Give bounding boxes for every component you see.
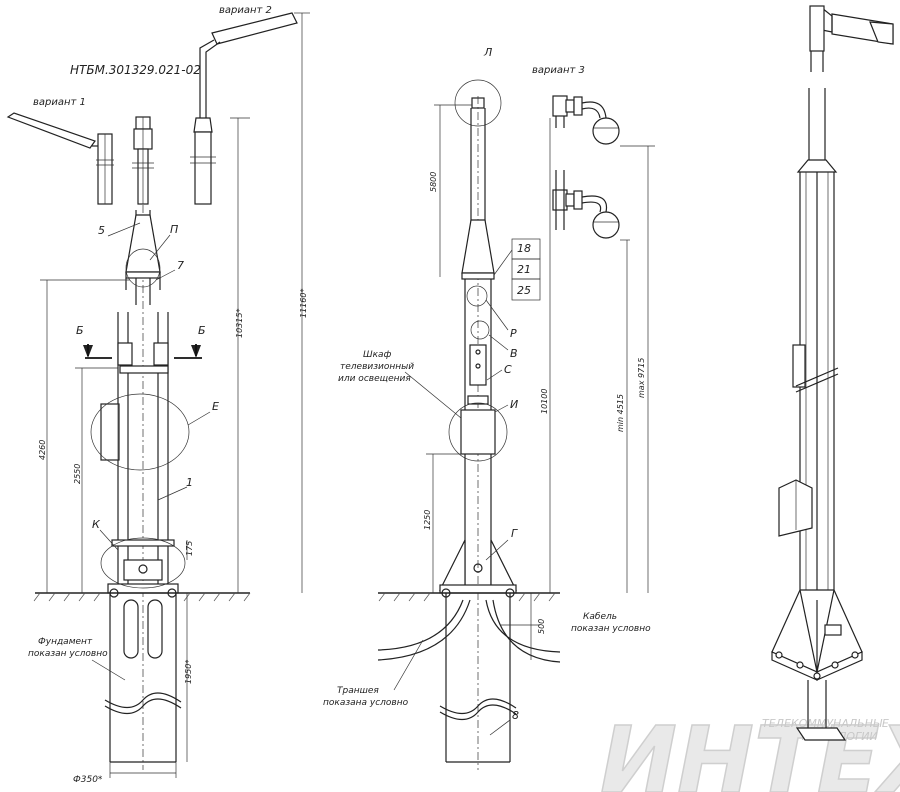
ground-line-left — [33, 592, 251, 602]
dim-175: 175 — [185, 541, 194, 556]
camera-dome-lower — [592, 211, 620, 239]
camera-dome-upper — [592, 117, 620, 145]
camera-mounts-detail: min 4515 max 9715 — [552, 95, 655, 593]
variant-3-label: вариант 3 — [532, 65, 585, 76]
pole-top-head — [132, 116, 154, 205]
company-logo: ИНТЕХ ТЕЛЕКОММУНАЛЬНЫЕ ТЕХНОЛОГИИ — [599, 706, 900, 792]
right-3d-pole-view — [771, 5, 894, 741]
detail-circle-i — [448, 402, 508, 462]
dimension-lines-left — [40, 12, 310, 778]
dim-1250: 1250 — [423, 510, 432, 530]
mast-body — [100, 205, 179, 770]
marker-8: 8 — [512, 709, 519, 722]
marker-v: В — [510, 347, 518, 360]
cabinet-label-1: Шкаф — [363, 350, 392, 360]
marker-21: 21 — [517, 263, 531, 276]
marker-g: Г — [511, 527, 518, 540]
marker-25: 25 — [517, 284, 531, 297]
dim-500: 500 — [537, 619, 546, 634]
left-pole-view: НТБМ.301329.021-02 вариант 1 вариант 2 5… — [6, 5, 310, 785]
luminaire-variant-1 — [6, 112, 114, 205]
dim-10100: 10100 — [540, 389, 549, 414]
detail-circle-l — [454, 79, 502, 127]
marker-b-right: Б — [198, 324, 206, 337]
dim-5800: 5800 — [429, 172, 438, 192]
cable-right — [485, 599, 561, 653]
detail-circle-e — [90, 393, 190, 471]
marker-1: 1 — [186, 476, 193, 489]
luminaire-variant-2 — [190, 12, 298, 205]
detail-circle-p — [125, 248, 161, 288]
dim-1950: 1950* — [184, 660, 193, 684]
detail-circle-k — [100, 537, 186, 589]
dim-min-4515: min 4515 — [616, 394, 625, 432]
marker-e: Е — [212, 400, 219, 413]
marker-i: И — [510, 398, 518, 411]
marker-s: С — [504, 363, 512, 376]
foundation-left — [104, 593, 182, 763]
marker-18: 18 — [517, 242, 531, 255]
variant-2-label: вариант 2 — [219, 5, 272, 16]
dim-2550: 2550 — [73, 464, 82, 484]
cabinet-label-3: или освещения — [338, 374, 411, 384]
marker-7: 7 — [177, 259, 184, 272]
leader-lines-left — [91, 222, 211, 681]
marker-b-left: Б — [76, 324, 84, 337]
cable-left — [377, 599, 464, 651]
marker-p: П — [170, 223, 178, 236]
marker-l: Л — [483, 46, 492, 59]
dim-11160: 11160* — [299, 289, 308, 318]
trench-label-1: Траншея — [337, 686, 379, 696]
drawing-code: НТБМ.301329.021-02 — [70, 63, 201, 77]
dim-4260: 4260 — [38, 440, 47, 460]
marker-r: Р — [510, 327, 517, 340]
variant-1-label: вариант 1 — [33, 97, 86, 108]
dim-350: Ф350* — [73, 775, 103, 785]
cabinet-label-2: телевизионный — [340, 362, 414, 372]
logo-main-text: ИНТЕХ — [600, 707, 900, 792]
section-marker-b — [83, 344, 202, 359]
trench-label-2: показана условно — [323, 698, 409, 708]
marker-5: 5 — [98, 224, 105, 237]
foundation-label-1: Фундамент — [38, 637, 93, 647]
cable-label-2: показан условно — [571, 624, 651, 634]
cable-label-1: Кабель — [583, 612, 617, 622]
dim-max-9715: max 9715 — [637, 358, 646, 398]
dim-10315: 10315* — [235, 309, 244, 338]
foundation-label-2: показан условно — [28, 649, 108, 659]
middle-pole-view: Л вариант 3 18 21 25 Р В С И Г 8 Шкаф те… — [323, 46, 651, 770]
marker-k: К — [92, 518, 101, 531]
